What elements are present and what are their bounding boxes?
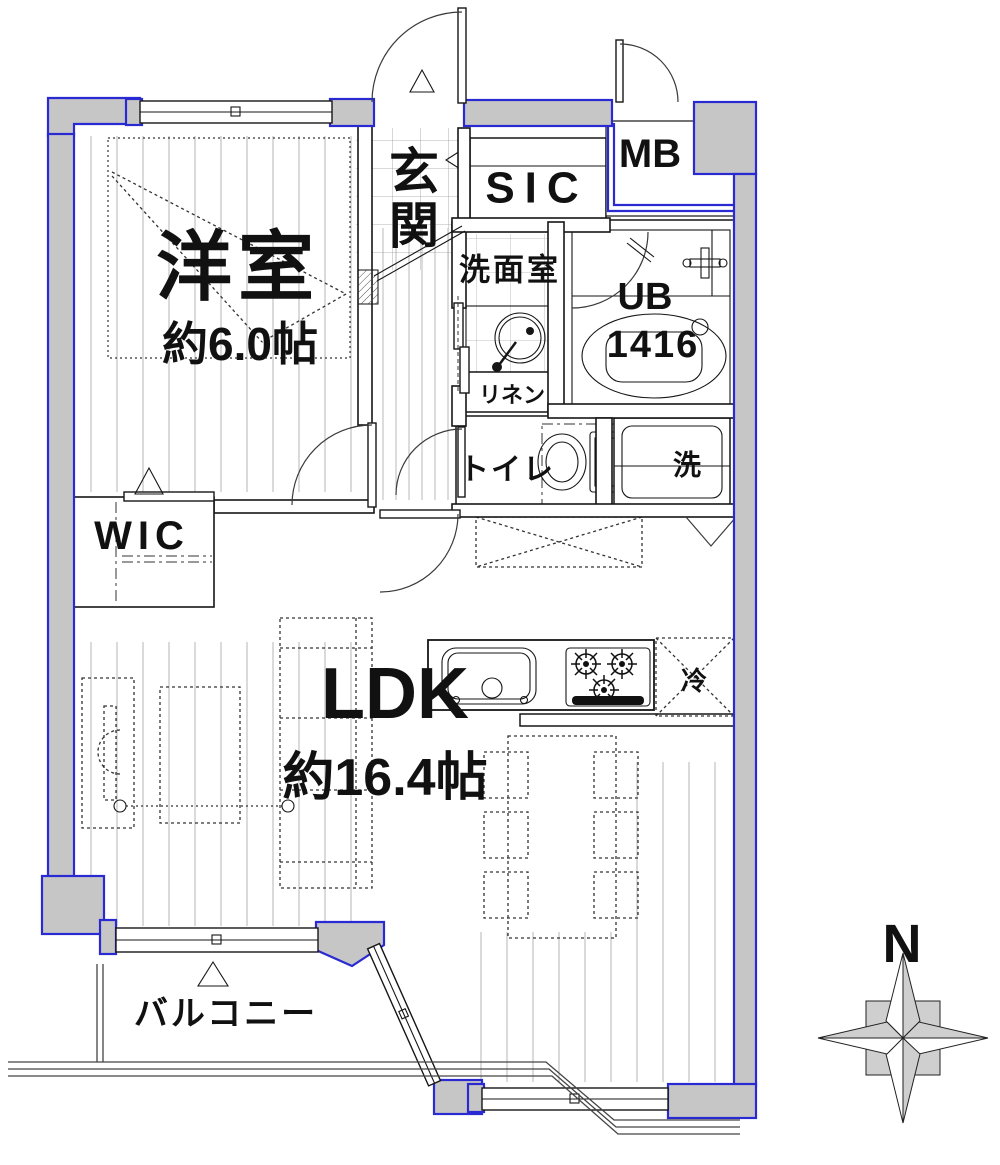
balcony-triangle-mark bbox=[197, 960, 229, 987]
washroom-sliding-door bbox=[453, 296, 470, 394]
vanity-sink bbox=[494, 312, 546, 364]
entrance-tile bbox=[356, 128, 458, 270]
balcony-label: バルコニー bbox=[134, 995, 318, 1033]
entrance-label-2: 関 bbox=[389, 198, 439, 254]
balcony-sliding-window bbox=[115, 927, 319, 953]
dining-table bbox=[507, 735, 617, 939]
ldk-label: LDK bbox=[321, 654, 469, 734]
refrigerator-label: 冷 bbox=[681, 666, 707, 696]
outer-walls bbox=[40, 96, 758, 1120]
wic-sliding-door bbox=[123, 491, 215, 502]
wic-triangle-mark bbox=[134, 466, 164, 495]
room-labels: 洋室 約6.0帖 玄 関 SIC MB 洗面室 UB 1416 リネン トイレ … bbox=[94, 132, 707, 1033]
unit-bath-size-label: 1416 bbox=[607, 324, 700, 366]
linen-label: リネン bbox=[479, 383, 545, 408]
shower-faucet-icon bbox=[682, 247, 728, 279]
compass-north-label: N bbox=[883, 914, 922, 974]
kitchen-sink bbox=[441, 647, 537, 705]
laundry-folding-door-mark bbox=[685, 516, 737, 547]
entrance-step bbox=[357, 269, 379, 305]
balcony-partition bbox=[96, 964, 104, 1062]
grill bbox=[572, 696, 644, 705]
sofa-cabinet bbox=[279, 617, 373, 889]
ldk-area-label: 約16.4帖 bbox=[282, 749, 487, 807]
unit-bath-label: UB bbox=[618, 276, 673, 318]
wic-label: WIC bbox=[94, 514, 190, 558]
overhead-cabinet bbox=[475, 516, 643, 568]
ldk-flooring-left bbox=[76, 642, 372, 926]
laundry-label: 洗 bbox=[673, 450, 701, 481]
entrance-step-line bbox=[373, 225, 466, 282]
entrance-triangle-mark bbox=[409, 68, 435, 93]
kitchen bbox=[427, 516, 741, 727]
toilet-door bbox=[395, 426, 466, 498]
bedroom-door bbox=[291, 422, 377, 508]
ldk-flooring-right bbox=[620, 762, 732, 1082]
diagonal-window bbox=[366, 942, 442, 1087]
ldk-door bbox=[379, 509, 461, 593]
gas-stove bbox=[565, 647, 651, 707]
bedroom-window bbox=[139, 100, 333, 124]
hallway-flooring bbox=[374, 228, 452, 500]
tv-board bbox=[81, 677, 135, 829]
bedroom-flooring bbox=[82, 136, 356, 492]
bottom-sliding-window bbox=[481, 1087, 669, 1111]
entrance-door bbox=[371, 7, 467, 104]
living-furniture bbox=[81, 617, 639, 939]
compass-rose: N bbox=[817, 914, 989, 1124]
washroom-fixtures bbox=[461, 305, 563, 413]
toilet-bowl bbox=[537, 433, 587, 491]
dining-chairs bbox=[483, 751, 639, 919]
bath-door-arc bbox=[571, 231, 649, 309]
shoe-in-closet bbox=[444, 137, 607, 227]
entrance-label-1: 玄 bbox=[389, 144, 439, 200]
bedroom-ceiling-marks bbox=[107, 137, 351, 359]
bedroom-label: 洋室 bbox=[156, 226, 320, 311]
floor-finishes bbox=[76, 128, 732, 1082]
meter-box-label: MB bbox=[619, 132, 681, 176]
meter-box-door bbox=[615, 39, 679, 103]
bedroom-area-label: 約6.0帖 bbox=[162, 318, 318, 370]
doors bbox=[291, 7, 679, 593]
laundry-space bbox=[613, 417, 731, 507]
unit-bath bbox=[559, 219, 743, 417]
bathtub bbox=[581, 313, 727, 399]
balcony-area bbox=[8, 960, 740, 1135]
sic-label: SIC bbox=[485, 164, 588, 213]
walk-in-closet-box bbox=[71, 466, 215, 608]
toilet-label: トイレ bbox=[459, 454, 555, 487]
windows bbox=[115, 100, 669, 1111]
washroom-label: 洗面室 bbox=[459, 253, 561, 288]
